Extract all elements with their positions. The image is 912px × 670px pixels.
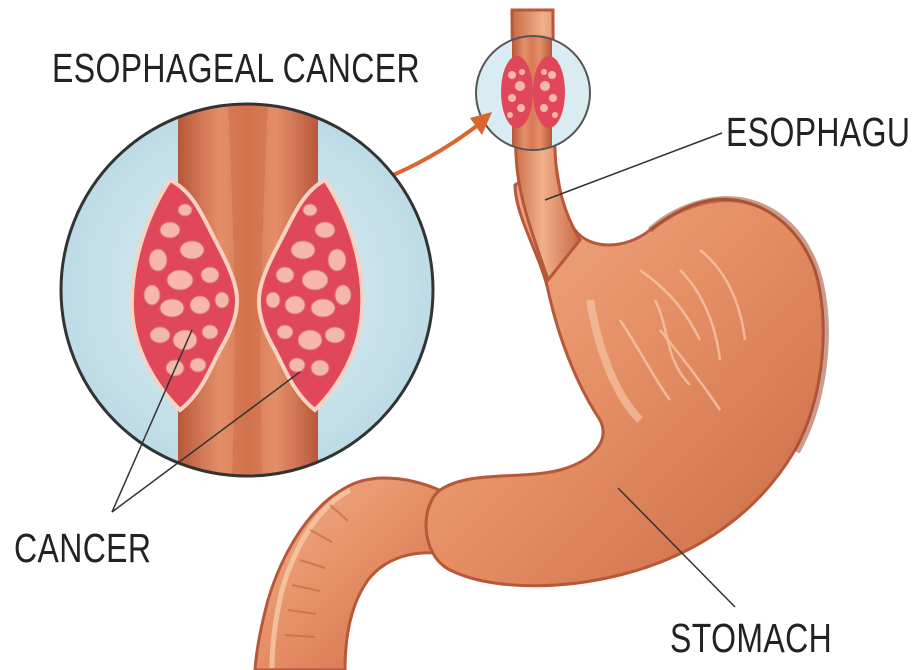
title-label: ESOPHAGEAL CANCER: [52, 48, 420, 89]
stomach-label: STOMACH: [670, 618, 832, 659]
esophagus-illustration: [476, 10, 657, 280]
magnifier-circle: [61, 100, 433, 480]
cancer-label: CANCER: [14, 528, 151, 569]
esophagus-label: ESOPHAGUS: [726, 112, 912, 153]
